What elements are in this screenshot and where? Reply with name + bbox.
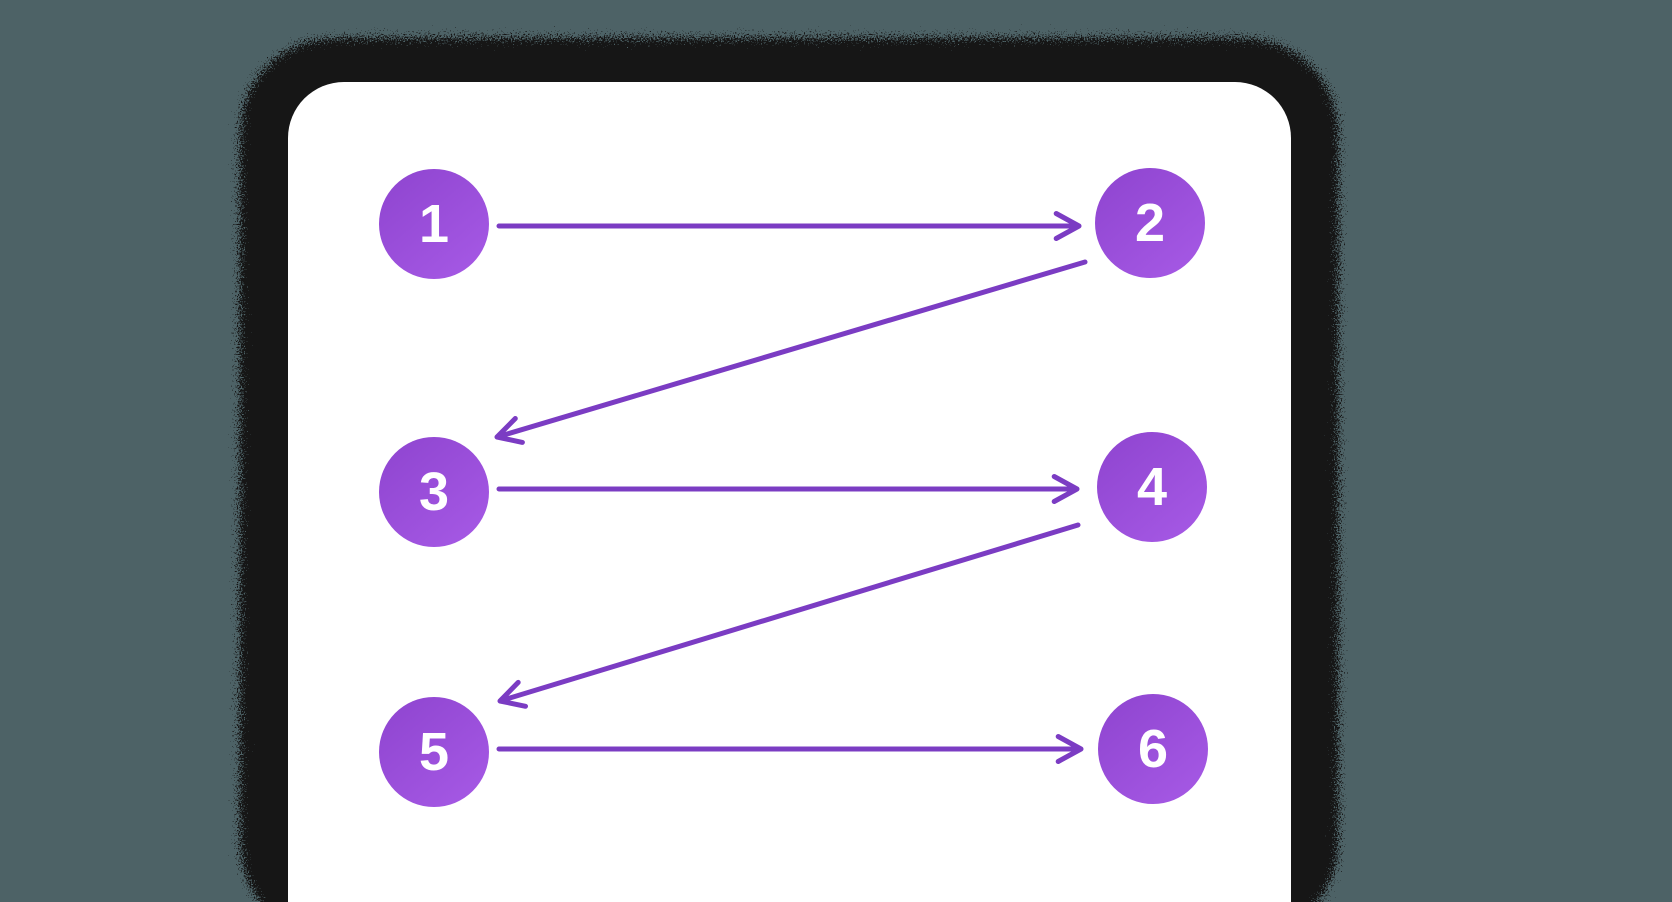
step-node-1: 1 [379,169,489,279]
step-node-label: 5 [418,722,450,782]
arrow-1-to-2 [496,211,1082,241]
step-node-label: 6 [1137,719,1169,779]
step-node-6: 6 [1098,694,1208,804]
step-node-label: 3 [418,462,450,522]
step-node-4: 4 [1097,432,1207,542]
step-node-label: 2 [1134,193,1166,253]
step-node-label: 1 [418,194,450,254]
arrow-4-to-5 [497,522,1081,709]
arrow-5-to-6 [496,734,1084,764]
step-node-2: 2 [1095,168,1205,278]
step-node-label: 4 [1136,457,1168,517]
arrow-2-to-3 [494,259,1088,445]
step-node-5: 5 [379,697,489,807]
step-node-3: 3 [379,437,489,547]
arrow-3-to-4 [496,474,1080,504]
